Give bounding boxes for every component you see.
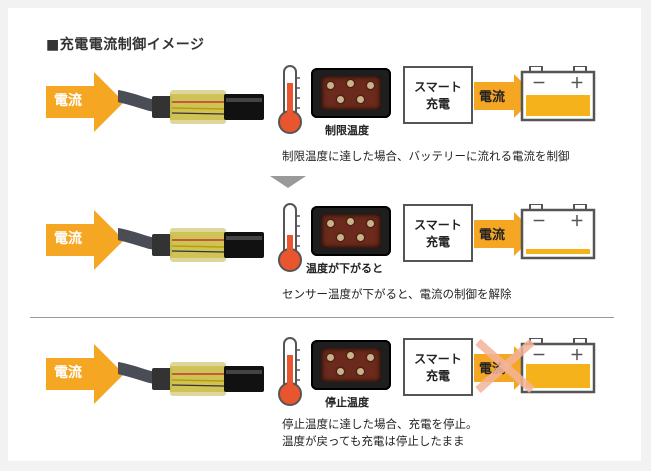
control-row-2: 電流 (0, 196, 651, 336)
thermometer-icon (278, 203, 302, 272)
battery-minus: － (532, 214, 546, 230)
battery-minus: － (532, 348, 546, 364)
charge-current-arrow: 電流 (474, 74, 536, 118)
device-label: 停止温度 (325, 396, 369, 409)
control-row-3: 電流 (0, 330, 651, 470)
stop-cross-icon (475, 339, 535, 393)
control-row-1: 電流 (0, 58, 651, 198)
smart-charge-box: スマート 充電 (403, 204, 473, 262)
device-label: 制限温度 (325, 124, 369, 137)
divider (30, 317, 614, 318)
battery-plus: ＋ (570, 348, 584, 364)
smart-box-line2: 充電 (425, 97, 450, 111)
current-arrow: 電流 (46, 210, 124, 270)
caption-line1: 制限温度に達した場合、バッテリーに流れる電流を制御 (282, 149, 570, 163)
charge-current-label: 電流 (479, 228, 506, 243)
sensor-connector-image (311, 340, 391, 390)
charge-current-label: 電流 (479, 90, 506, 105)
caption-line2: 温度が戻っても充電は停止したまま (282, 434, 465, 448)
current-arrow: 電流 (46, 344, 124, 404)
thermometer-icon (278, 337, 302, 406)
sensor-connector-image (311, 206, 391, 256)
current-arrow: 電流 (46, 72, 124, 132)
battery-icon: － ＋ (520, 338, 596, 394)
smart-box-line1: スマート (414, 352, 462, 366)
smart-box-line2: 充電 (425, 369, 450, 383)
caption-line1: 停止温度に達した場合、充電を停止。 (282, 417, 478, 431)
row-caption: センサー温度が下がると、電流の制御を解除 (282, 286, 512, 303)
sensor-cable-image (118, 90, 264, 124)
current-arrow-label: 電流 (54, 231, 82, 247)
sensor-connector-image (311, 68, 391, 118)
row-caption: 制限温度に達した場合、バッテリーに流れる電流を制御 (282, 148, 570, 165)
current-arrow-label: 電流 (54, 365, 82, 381)
smart-box-line2: 充電 (425, 235, 450, 249)
smart-box-line1: スマート (414, 218, 462, 232)
current-arrow-label: 電流 (54, 93, 82, 109)
sensor-cable-image (118, 228, 264, 262)
smart-charge-box: スマート 充電 (403, 66, 473, 124)
row-caption: 停止温度に達した場合、充電を停止。 温度が戻っても充電は停止したまま (282, 416, 478, 450)
battery-icon: － ＋ (520, 66, 596, 122)
thermometer-icon (278, 65, 302, 134)
device-label: 温度が下がると (306, 262, 383, 275)
diagram-title: ■充電電流制御イメージ (46, 37, 205, 53)
battery-plus: ＋ (570, 214, 584, 230)
smart-charge-box: スマート 充電 (403, 338, 473, 396)
charge-current-arrow: 電流 (474, 212, 536, 256)
sensor-cable-image (118, 362, 264, 396)
battery-minus: － (532, 76, 546, 92)
smart-box-line1: スマート (414, 80, 462, 94)
caption-line1: センサー温度が下がると、電流の制御を解除 (282, 287, 512, 301)
battery-icon: － ＋ (520, 204, 596, 260)
battery-plus: ＋ (570, 76, 584, 92)
down-arrow-icon (270, 176, 306, 188)
